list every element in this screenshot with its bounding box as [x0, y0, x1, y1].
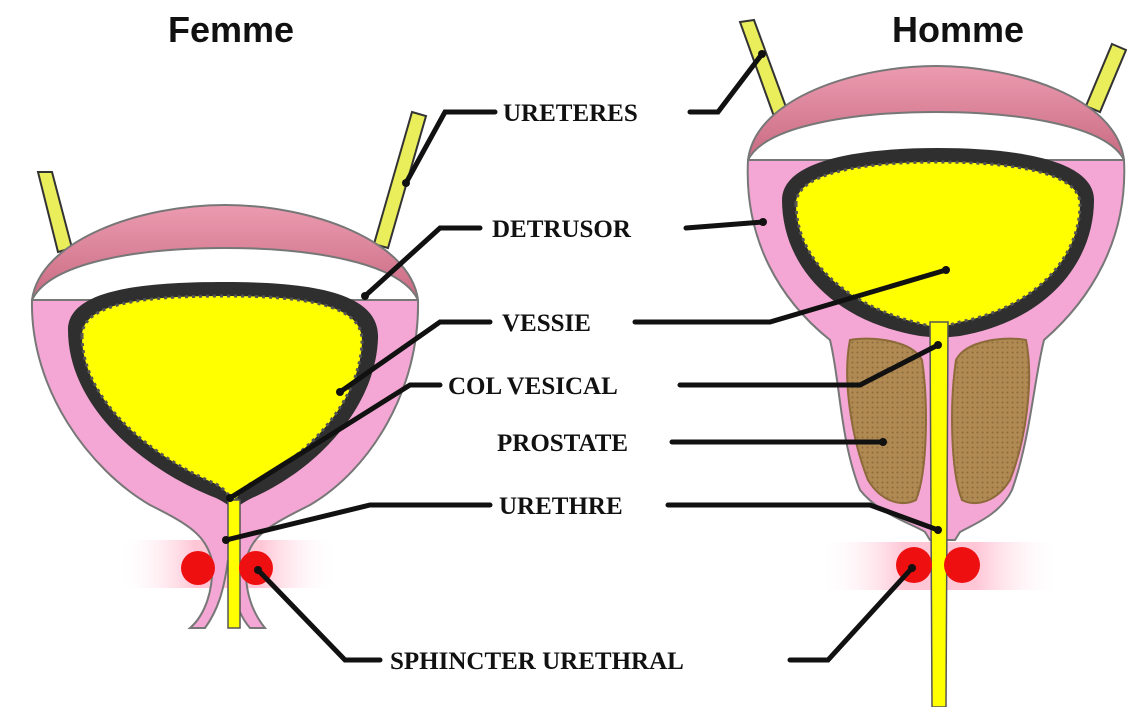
- female-sphincter-left: [181, 551, 215, 585]
- leader-ureteres-right: [690, 54, 762, 112]
- leader-dot: [908, 564, 916, 572]
- leader-dot: [879, 438, 887, 446]
- male-title: Homme: [892, 9, 1024, 50]
- label-detrusor: DETRUSOR: [492, 216, 632, 243]
- leader-dot: [336, 388, 344, 396]
- leader-dot: [759, 218, 767, 226]
- label-col-vesical: COL VESICAL: [448, 373, 618, 400]
- female-title: Femme: [168, 9, 294, 50]
- leader-detrusor-right: [686, 222, 763, 228]
- female-right-ureter: [374, 112, 426, 248]
- leader-dot: [758, 50, 766, 58]
- male-bladder-rim: [748, 66, 1124, 160]
- label-vessie: VESSIE: [502, 310, 591, 337]
- leader-dot: [934, 341, 942, 349]
- male-sphincter-right: [944, 547, 980, 583]
- leader-dot: [402, 179, 410, 187]
- leader-dot: [254, 566, 262, 574]
- label-ureteres: URETERES: [503, 100, 638, 127]
- leader-dot: [361, 292, 369, 300]
- female-bladder: [32, 112, 426, 628]
- leader-dot: [934, 526, 942, 534]
- leader-dot: [942, 266, 950, 274]
- male-right-ureter: [1086, 44, 1126, 112]
- label-sphincter-urethral: SPHINCTER URETHRAL: [390, 648, 684, 675]
- female-left-ureter: [38, 172, 72, 252]
- female-urethra: [228, 500, 240, 628]
- male-prostate-right-lobe: [952, 339, 1029, 503]
- male-urethra: [930, 322, 948, 707]
- label-urethre: URETHRE: [499, 493, 623, 520]
- leader-dot: [226, 494, 234, 502]
- leader-dot: [222, 536, 230, 544]
- male-bladder: [740, 20, 1126, 707]
- label-prostate: PROSTATE: [497, 430, 628, 457]
